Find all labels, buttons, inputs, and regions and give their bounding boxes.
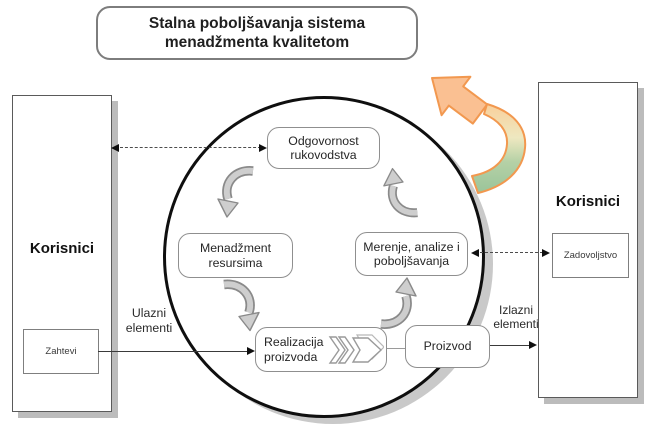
node-resources-label: Menadžment resursima	[199, 241, 272, 270]
output-flow-line	[490, 345, 530, 347]
node-realization-label: Realizacija proizvoda	[264, 335, 324, 364]
dashed-connector-left	[120, 147, 261, 148]
node-responsibility-label: Odgovornost rukovodstva	[288, 133, 359, 163]
node-measurement: Merenje, analize i poboljšavanja	[355, 232, 468, 276]
requirements-label: Zahtevi	[45, 346, 77, 357]
satisfaction-box: Zadovoljstvo	[552, 233, 629, 278]
right-customers-label: Korisnici	[555, 193, 621, 210]
node-realization: Realizacija proizvoda	[255, 327, 387, 372]
output-flow-label: Izlazni elementi	[493, 303, 539, 332]
input-arrowhead-icon	[247, 347, 255, 355]
node-responsibility: Odgovornost rukovodstva	[267, 127, 380, 169]
title-box: Stalna poboljšavanja sistema menadžmenta…	[96, 6, 418, 60]
satisfaction-label: Zadovoljstvo	[563, 250, 618, 261]
output-arrowhead-icon	[529, 341, 537, 349]
input-flow-label: Ulazni elementi	[125, 306, 173, 335]
dashed-left-arrowhead-icon	[111, 143, 119, 152]
input-flow-line	[98, 351, 248, 353]
node-product-label: Proizvod	[423, 339, 472, 354]
improvement-arrow-icon	[431, 75, 527, 194]
dashed-connector-right	[480, 252, 543, 253]
cycle-arrow-up-right-icon	[380, 277, 417, 329]
cycle-arrow-down-icon	[217, 166, 254, 218]
dashed-right-arrowhead-icon	[542, 248, 550, 257]
requirements-box: Zahtevi	[23, 329, 99, 374]
node-resources: Menadžment resursima	[178, 233, 293, 278]
process-chevrons-icon	[328, 333, 384, 364]
cycle-arrow-down-right-icon	[223, 279, 260, 332]
node-measurement-label: Merenje, analize i poboljšavanja	[363, 239, 460, 269]
left-customers-label: Korisnici	[29, 240, 95, 257]
realization-product-connector	[386, 348, 406, 350]
dashed-right-arrowhead-icon	[259, 143, 267, 152]
diagram-title: Stalna poboljšavanja sistema menadžmenta…	[148, 14, 366, 51]
right-customers-panel: Korisnici Zadovoljstvo	[538, 82, 638, 398]
dashed-left-arrowhead-icon	[471, 248, 479, 257]
node-product: Proizvod	[405, 325, 490, 368]
cycle-arrow-up-icon	[383, 167, 418, 218]
left-customers-panel: Korisnici Zahtevi	[12, 95, 112, 412]
